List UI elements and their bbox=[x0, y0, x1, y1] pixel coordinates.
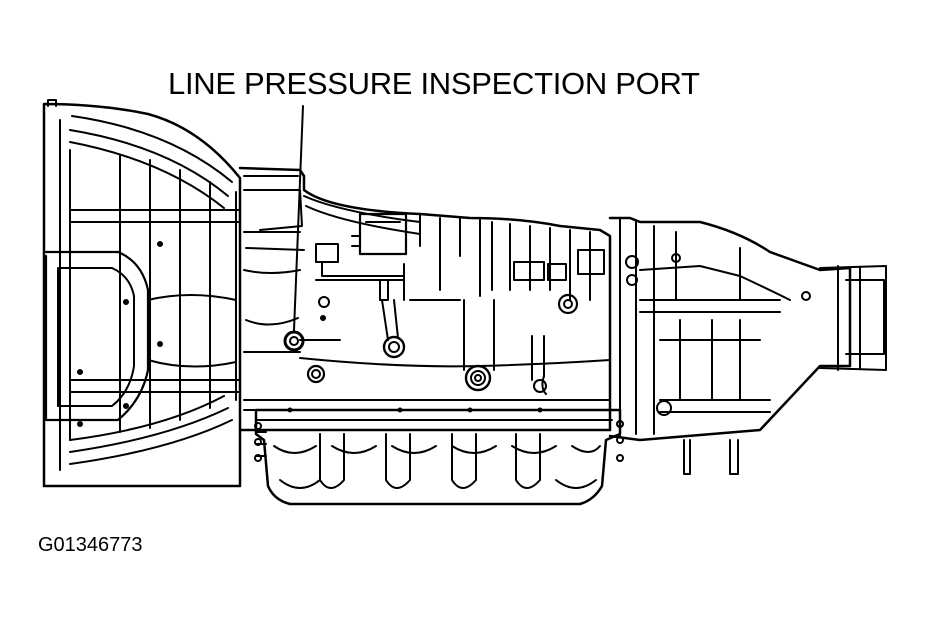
callout-label: LINE PRESSURE INSPECTION PORT bbox=[168, 66, 700, 101]
inspection-port-icon bbox=[285, 332, 303, 350]
bell-housing bbox=[44, 100, 240, 486]
extension-housing bbox=[610, 218, 886, 474]
figure-id: G01346773 bbox=[38, 534, 143, 556]
oil-pan bbox=[255, 407, 623, 505]
leader-line bbox=[294, 106, 303, 330]
